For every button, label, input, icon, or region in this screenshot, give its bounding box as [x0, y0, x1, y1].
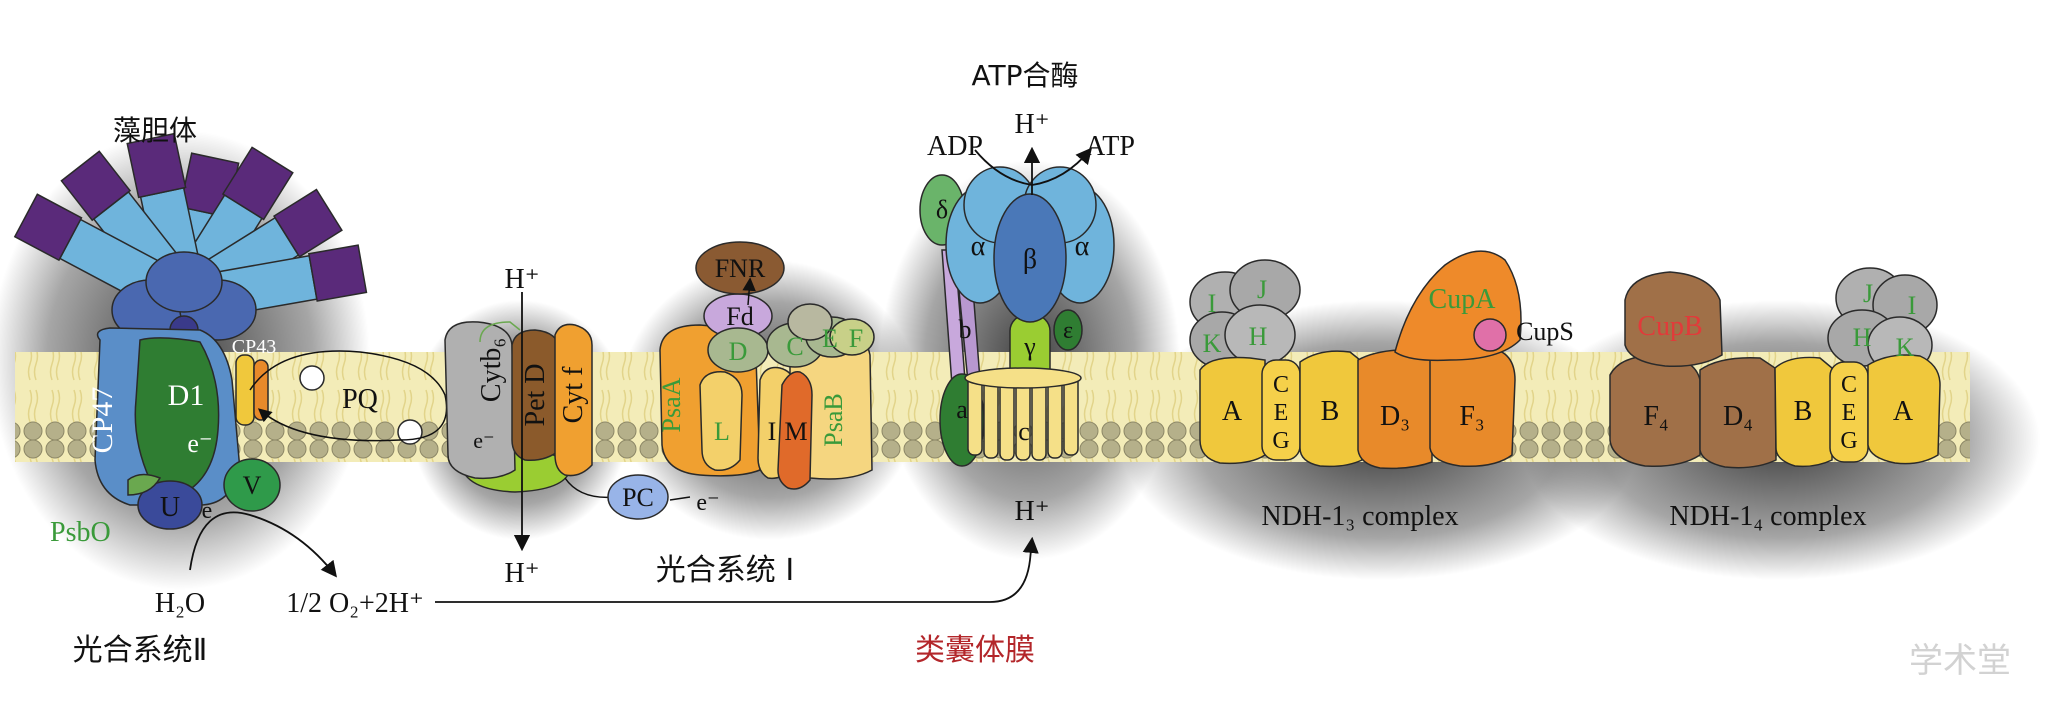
ndh13-e: E — [1274, 400, 1289, 426]
cytb6f-h-bottom: H⁺ — [505, 558, 540, 589]
adp-atp-arrow — [974, 147, 1093, 186]
pc-label: PC — [622, 483, 654, 512]
atp-a: a — [956, 395, 968, 424]
ps2-cp47: CP47 — [86, 387, 119, 454]
atp-synthase — [919, 166, 1115, 467]
ps1-l: L — [714, 417, 730, 446]
ndh13-b: B — [1321, 396, 1340, 427]
ndh13-cupa: CupA — [1429, 284, 1497, 315]
ps1-psaa: PsaA — [657, 377, 686, 432]
ndh14-i: I — [1908, 291, 1917, 320]
photosystem-i — [659, 241, 875, 490]
ps1-fnr: FNR — [715, 254, 766, 283]
atp-epsilon: ε — [1063, 318, 1073, 344]
ndh14-c: C — [1841, 372, 1857, 398]
ndh14-f4: F₄ — [1643, 401, 1668, 432]
ndh13-g: G — [1272, 428, 1289, 454]
ps2-d1: D1 — [168, 379, 205, 412]
ndh13-j: J — [1257, 275, 1267, 304]
ps1-f: F — [849, 324, 863, 353]
ndh14-g: G — [1840, 428, 1857, 454]
ps1-c: C — [786, 332, 803, 361]
atp-gamma: γ — [1023, 332, 1036, 361]
ndh14-complex — [1609, 267, 1941, 469]
cytb6f-h-top: H⁺ — [505, 264, 540, 295]
atp-h-bottom: H⁺ — [1015, 496, 1050, 527]
ps2-u: U — [160, 492, 180, 523]
ndh14-a: A — [1893, 396, 1914, 427]
ndh13-cups: CupS — [1516, 317, 1574, 346]
phycobilisome-title: 藻胆体 — [113, 114, 197, 147]
phycobilisome — [13, 132, 368, 345]
ps1-fd: Fd — [726, 302, 753, 331]
photosystem-ii — [94, 327, 423, 530]
atp-b: b — [959, 315, 972, 344]
membrane-title: 类囊体膜 — [915, 633, 1035, 668]
cytb6f-cytf: Cyt f — [558, 366, 589, 423]
ps2-e: e — [202, 498, 213, 524]
atp-alpha-1: α — [971, 231, 986, 262]
ndh13-k: K — [1203, 329, 1222, 358]
ndh13-title: NDH-1₃ complex — [1261, 501, 1458, 532]
ps2-v: V — [243, 471, 262, 500]
ps2-electron: e⁻ — [187, 429, 212, 458]
ndh14-j: J — [1863, 279, 1873, 308]
fd-fnr-arrow — [742, 277, 756, 306]
ps1-d: D — [729, 337, 748, 366]
ndh14-e: E — [1842, 400, 1857, 426]
proton-flow-line — [435, 536, 1039, 603]
atp-synthase-title: ATP合酶 — [972, 59, 1079, 92]
atp-alpha-2: α — [1075, 231, 1090, 262]
atp-adp: ADP — [927, 131, 983, 162]
atp-atp: ATP — [1085, 131, 1135, 162]
ndh13-d3: D₃ — [1380, 401, 1410, 432]
cytochrome-b6f — [444, 321, 593, 493]
ps2-title: 光合系统Ⅱ — [73, 633, 208, 668]
ndh14-cupb: CupB — [1637, 311, 1702, 342]
ps1-psab: PsaB — [819, 393, 848, 446]
ndh13-c: C — [1273, 372, 1289, 398]
ps2-o2: 1/2 O₂+2H⁺ — [286, 588, 424, 619]
ps2-h2o: H₂O — [155, 588, 205, 619]
cytb6f-e: e⁻ — [473, 428, 494, 453]
ps1-title: 光合系统 I — [656, 553, 794, 588]
pc-electron: e⁻ — [696, 490, 719, 516]
water-arrow — [189, 511, 337, 578]
ndh13-i: I — [1208, 289, 1217, 318]
ndh14-b: B — [1794, 396, 1813, 427]
ndh14-title: NDH-1₄ complex — [1669, 501, 1866, 532]
pq-label: PQ — [342, 384, 378, 415]
atp-c: c — [1018, 417, 1030, 446]
ndh13-a: A — [1222, 396, 1243, 427]
atp-delta: δ — [936, 195, 948, 224]
cytb6f-petd: Pet D — [520, 364, 551, 427]
ps1-i: I — [768, 417, 777, 446]
atp-h-top: H⁺ — [1015, 109, 1050, 140]
atp-beta: β — [1023, 244, 1037, 275]
pq-cycle-arrow — [249, 350, 448, 442]
ndh13-h: H — [1249, 322, 1268, 351]
plastocyanin — [564, 474, 691, 520]
cytb6f-cytb6: Cytb₆ — [476, 338, 507, 402]
ps1-m: M — [784, 417, 807, 446]
ps2-cp43: CP43 — [232, 336, 276, 358]
ndh13-complex — [1189, 250, 1522, 470]
ndh14-k: K — [1896, 333, 1915, 362]
ndh14-d4: D₄ — [1723, 401, 1753, 432]
ps1-e: E — [822, 324, 838, 353]
watermark: 学术堂 — [1909, 641, 2011, 681]
ps2-psbo: PsbO — [50, 517, 111, 548]
ndh13-f3: F₃ — [1459, 401, 1484, 432]
ndh14-h: H — [1853, 323, 1872, 352]
